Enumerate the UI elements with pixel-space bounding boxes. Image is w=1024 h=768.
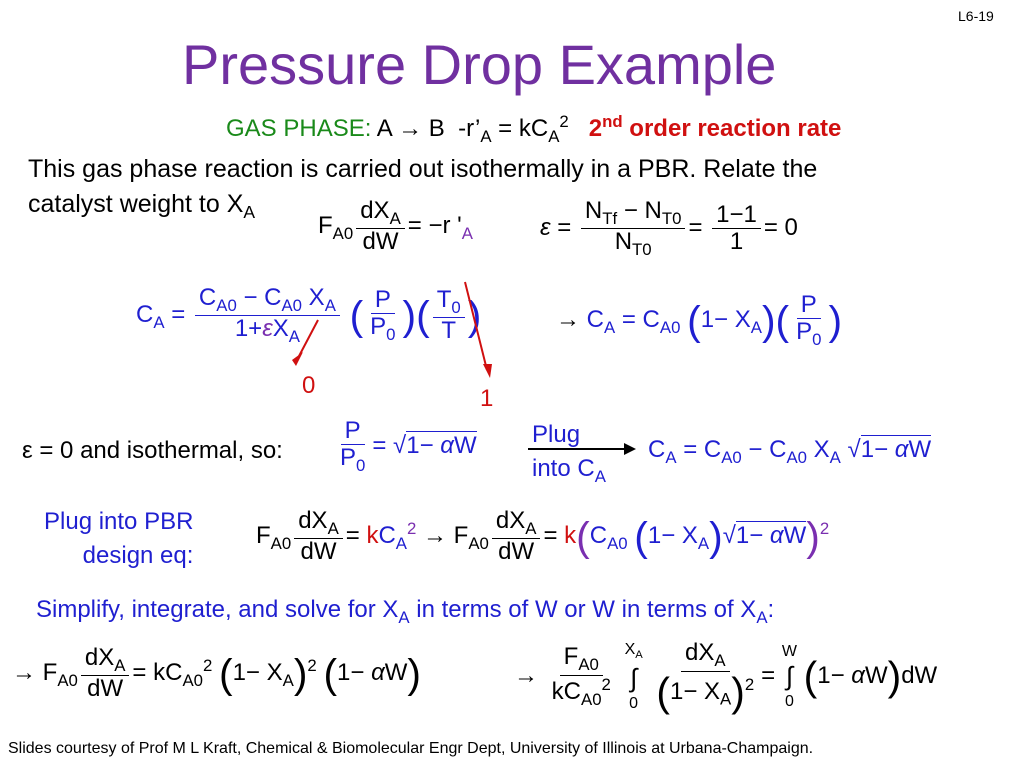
concentration-pressure-equation: CA = CA0 − CA0 XA √1− αW [648, 435, 932, 467]
epsilon-zero-note: 0 [302, 372, 316, 399]
intro-line-2: catalyst weight to XA [28, 190, 256, 222]
temperature-one-note: 1 [480, 385, 494, 412]
simplify-instruction: Simplify, integrate, and solve for XA in… [36, 596, 775, 627]
reaction-header: GAS PHASE: A → B -r’A = kCA2 2nd order r… [226, 112, 842, 146]
footer-credit: Slides courtesy of Prof M L Kraft, Chemi… [8, 740, 814, 757]
epsilon-isothermal-note: ε = 0 and isothermal, so: [22, 437, 283, 464]
page-title: Pressure Drop Example [182, 33, 777, 96]
slide-number: L6-19 [958, 8, 994, 24]
order-label: 2nd order reaction rate [588, 112, 842, 142]
intro-line-1: This gas phase reaction is carried out i… [28, 155, 818, 183]
plug-pbr-label: Plug into PBR design eq: [44, 508, 194, 569]
gas-phase-label: GAS PHASE: [226, 115, 372, 142]
